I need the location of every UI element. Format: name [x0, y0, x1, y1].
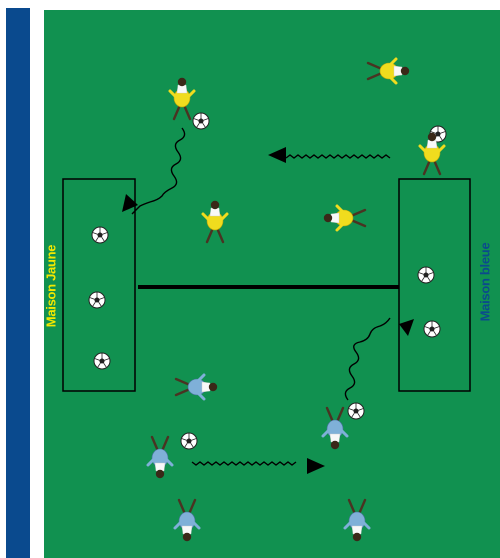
dribble-arrow-icon	[191, 461, 297, 466]
dribble-arrow-icon	[285, 154, 391, 159]
player-icon	[322, 204, 367, 232]
soccer-ball-icon	[91, 226, 109, 244]
yellow-house-zone	[62, 178, 136, 392]
run-arrow-icon	[131, 127, 186, 215]
player-icon	[366, 57, 411, 85]
yellow-house-label: Maison Jaune	[43, 244, 59, 328]
arrow-head	[122, 194, 138, 212]
soccer-ball-icon	[423, 320, 441, 338]
soccer-ball-icon	[88, 291, 106, 309]
pitch	[44, 10, 500, 558]
arrow-head	[268, 147, 286, 163]
player-icon	[173, 498, 201, 543]
player-icon	[343, 498, 371, 543]
run-arrow-icon	[344, 317, 391, 401]
soccer-ball-icon	[93, 352, 111, 370]
soccer-ball-icon	[180, 432, 198, 450]
side-stripe	[6, 8, 30, 558]
blue-house-zone	[398, 178, 471, 392]
arrow-head	[307, 458, 325, 474]
soccer-ball-icon	[192, 112, 210, 130]
blue-house-label: Maison bleue	[477, 242, 493, 322]
soccer-ball-icon	[347, 402, 365, 420]
arrow-head	[399, 319, 414, 336]
player-icon	[174, 373, 219, 401]
player-icon	[168, 76, 196, 121]
soccer-ball-icon	[417, 266, 435, 284]
player-icon	[321, 406, 349, 451]
player-icon	[146, 435, 174, 480]
player-icon	[201, 199, 229, 244]
